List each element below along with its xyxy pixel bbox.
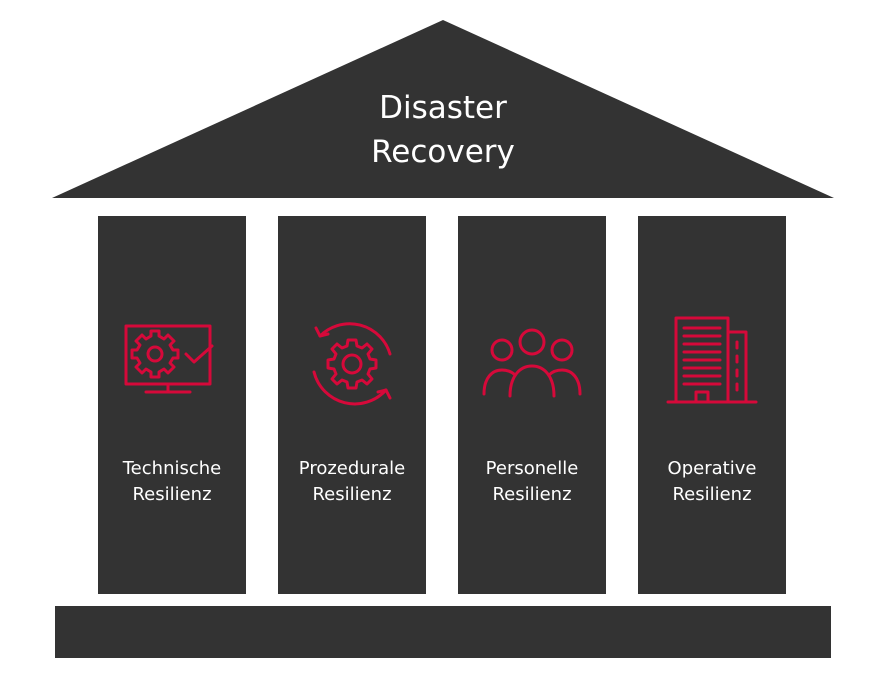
pillar-label-prozedurale: Prozedurale Resilienz — [298, 458, 406, 505]
foundation-base — [55, 606, 831, 658]
pillar-prozedurale: Prozedurale Resilienz — [278, 216, 426, 594]
office-building-icon — [666, 316, 758, 404]
pillar-label-technische: Technische Resilienz — [122, 458, 222, 505]
roof-title: Disaster Recovery — [371, 90, 515, 170]
pillar-label-personelle: Personelle Resilienz — [485, 458, 579, 505]
pillar-operative: Operative Resilienz — [638, 216, 786, 594]
pillar-label-operative: Operative Resilienz — [667, 458, 757, 505]
people-group-icon — [482, 328, 582, 398]
pillar-technische: Technische Resilienz — [98, 216, 246, 594]
roof — [52, 20, 834, 198]
monitor-gear-check-icon — [124, 324, 214, 394]
pillar-personelle: Personelle Resilienz — [458, 216, 606, 594]
gear-cycle-icon — [312, 322, 392, 406]
